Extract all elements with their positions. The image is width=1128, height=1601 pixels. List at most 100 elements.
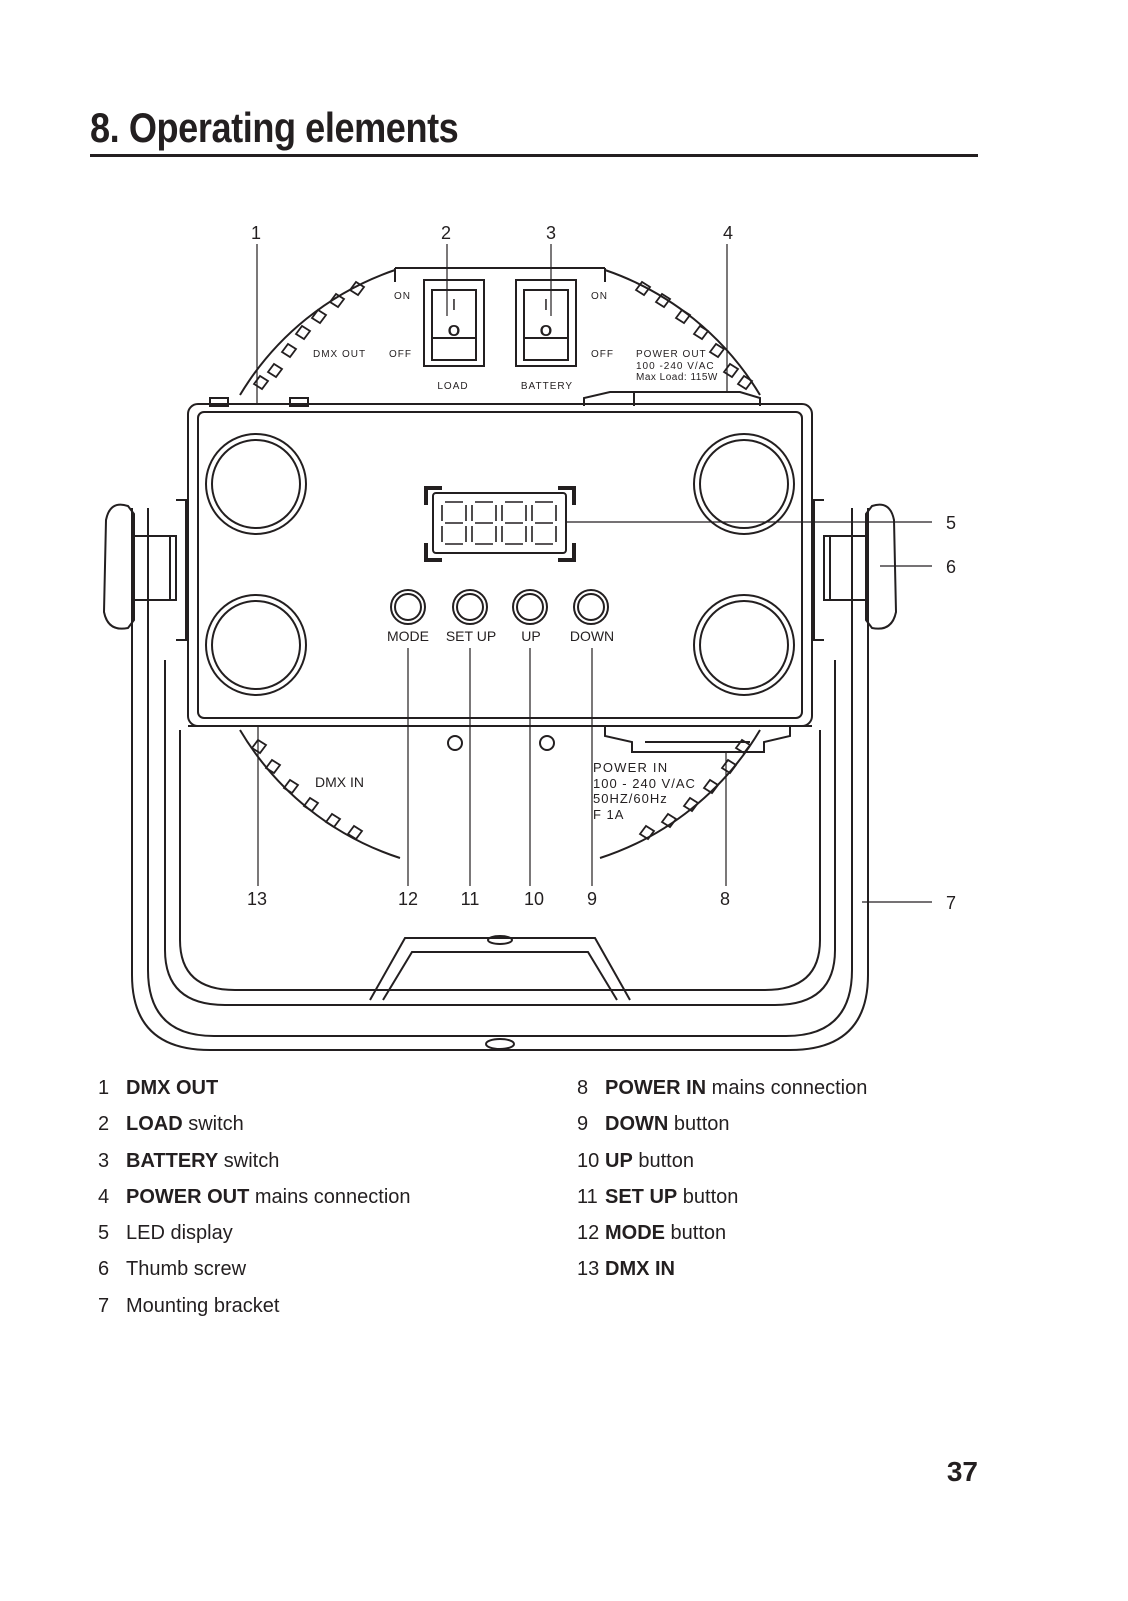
legend-term: POWER IN — [605, 1077, 707, 1099]
legend-term: DOWN — [605, 1113, 669, 1136]
label-off-right: OFF — [591, 349, 614, 360]
legend-term: DMX OUT — [126, 1077, 219, 1099]
legend-term: LOAD — [126, 1113, 183, 1136]
legend-desc: LED display — [126, 1222, 233, 1245]
legend-term: SET UP — [605, 1185, 678, 1208]
label-power-out-1: POWER OUT — [636, 349, 707, 360]
label-dmx-in: DMX IN — [315, 774, 364, 790]
led-digits — [441, 501, 557, 545]
up-button-label: UP — [521, 628, 540, 644]
callout-4: 4 — [723, 223, 733, 243]
legend-num: 5 — [98, 1222, 110, 1245]
legend-desc: Thumb screw — [126, 1258, 247, 1281]
callout-2: 2 — [441, 223, 451, 243]
legend-num: 4 — [98, 1185, 110, 1208]
up-button — [512, 589, 548, 625]
legend-num: 11 — [577, 1185, 598, 1208]
label-dmx-out: DMX OUT — [313, 349, 366, 360]
label-battery: BATTERY — [521, 381, 573, 392]
label-power-out-3: Max Load: 115W — [636, 372, 718, 383]
battery-switch-on-symbol: I — [544, 297, 548, 314]
legend-num: 2 — [98, 1113, 110, 1136]
callout-10: 10 — [524, 889, 544, 909]
legend-item: 5 LED display — [98, 1222, 411, 1258]
page-title: 8. Operating elements — [90, 104, 459, 151]
legend-num: 8 — [577, 1077, 589, 1099]
callout-5: 5 — [946, 513, 956, 533]
legend-desc: mains connection — [249, 1185, 411, 1208]
down-button-label: DOWN — [570, 628, 614, 644]
callout-6: 6 — [946, 557, 956, 577]
legend-desc: Mounting bracket — [126, 1294, 280, 1317]
legend-item: 4 POWER OUT mains connection — [98, 1186, 411, 1222]
led-lens-bottom-right — [693, 594, 795, 696]
callout-11: 11 — [461, 889, 480, 909]
legend-num: 10 — [577, 1149, 600, 1172]
legend-term: BATTERY — [126, 1149, 219, 1172]
setup-button — [452, 589, 488, 625]
down-button — [573, 589, 609, 625]
legend-num: 9 — [577, 1113, 589, 1136]
callout-9: 9 — [587, 889, 597, 909]
label-power-in-4: F 1A — [593, 807, 624, 822]
callout-8: 8 — [720, 889, 730, 909]
legend-item: 9 DOWN button — [577, 1113, 867, 1149]
legend-item: 7 Mounting bracket — [98, 1295, 411, 1331]
front-housing — [187, 403, 813, 727]
legend-num: 1 — [98, 1077, 110, 1099]
legend-num: 6 — [98, 1258, 110, 1281]
title-rule — [90, 154, 978, 157]
legend-desc: button — [632, 1149, 694, 1172]
callout-12: 12 — [398, 889, 418, 909]
thumb-screw-right — [865, 503, 898, 630]
legend-item: 6 Thumb screw — [98, 1258, 411, 1294]
page-number: 37 — [946, 1456, 978, 1487]
load-switch-off-symbol: O — [448, 323, 460, 340]
mode-button — [390, 589, 426, 625]
setup-button-label: SET UP — [446, 628, 496, 644]
label-off-left: OFF — [389, 349, 412, 360]
label-on-right: ON — [591, 291, 608, 302]
legend-num: 3 — [98, 1149, 110, 1172]
legend-item: 1 DMX OUT — [98, 1077, 411, 1113]
legend-term: POWER OUT — [126, 1185, 250, 1208]
load-switch — [423, 279, 485, 367]
led-lens-top-right — [693, 433, 795, 535]
label-power-in-2: 100 - 240 V/AC — [593, 776, 696, 791]
legend-term: UP — [605, 1149, 633, 1172]
legend-num: 7 — [98, 1294, 110, 1317]
rear-housing — [239, 269, 396, 396]
label-power-out-2: 100 -240 V/AC — [636, 361, 715, 372]
label-load: LOAD — [437, 381, 468, 392]
legend-desc: button — [668, 1113, 730, 1136]
legend-item: 3 BATTERY switch — [98, 1150, 411, 1186]
battery-switch-off-symbol: O — [540, 323, 552, 340]
label-on-left: ON — [394, 291, 411, 302]
legend-item: 2 LOAD switch — [98, 1113, 411, 1149]
callout-13: 13 — [247, 889, 267, 909]
legend-num: 12 — [577, 1222, 600, 1245]
label-power-in-1: POWER IN — [593, 760, 668, 775]
battery-switch — [515, 279, 577, 367]
callout-3: 3 — [546, 223, 556, 243]
label-power-in-3: 50HZ/60Hz — [593, 791, 668, 806]
load-switch-on-symbol: I — [452, 297, 456, 314]
legend-desc: switch — [218, 1149, 280, 1172]
led-display — [432, 492, 567, 554]
legend-term: DMX IN — [605, 1258, 675, 1281]
legend-desc: button — [665, 1222, 727, 1245]
led-lens-bottom-left — [205, 594, 307, 696]
legend-term: MODE — [605, 1222, 665, 1245]
thumb-screw-left — [102, 503, 135, 630]
led-lens-top-left — [205, 433, 307, 535]
legend-desc: switch — [182, 1113, 244, 1136]
callout-7: 7 — [946, 893, 956, 913]
